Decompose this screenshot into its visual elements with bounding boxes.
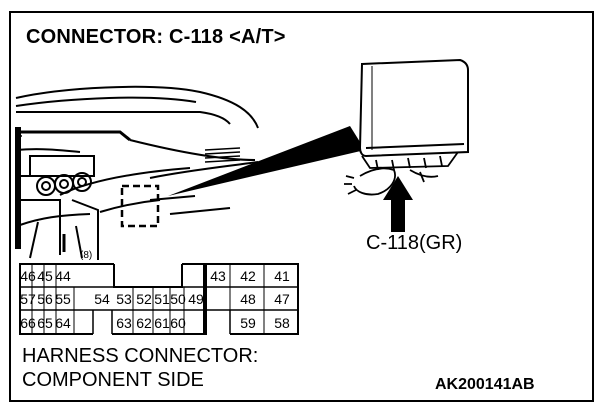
pin-45: 45 [37, 268, 53, 284]
pin-48: 48 [240, 291, 256, 307]
air-vent-icon [18, 135, 241, 163]
pin-labels: 46 45 44 43 42 41 57 56 55 54 53 52 51 5… [20, 268, 290, 331]
pin-60: 60 [170, 315, 186, 331]
pin-62: 62 [136, 315, 152, 331]
pin-55: 55 [55, 291, 71, 307]
pin-44: 44 [55, 268, 71, 284]
pin-59: 59 [240, 315, 256, 331]
figure-code: AK200141AB [435, 376, 535, 393]
pin-66: 66 [20, 315, 36, 331]
pin-63: 63 [116, 315, 132, 331]
pin-56: 56 [37, 291, 53, 307]
pin-46: 46 [20, 268, 36, 284]
pin-65: 65 [37, 315, 53, 331]
pin-47: 47 [274, 291, 290, 307]
pin-53: 53 [116, 291, 132, 307]
dashboard-illustration [15, 85, 259, 260]
pin-50: 50 [170, 291, 186, 307]
harness-connector-icon [344, 151, 459, 196]
callout-wedge [168, 126, 365, 196]
pin-grid [19, 262, 299, 335]
pin-54: 54 [94, 291, 110, 307]
pin-41: 41 [274, 268, 290, 284]
pin-49: 49 [188, 291, 204, 307]
pin-51: 51 [154, 291, 170, 307]
climate-knobs-icon [36, 172, 92, 196]
small-part-label: (8) [80, 250, 92, 261]
footer-line-1: HARNESS CONNECTOR: [22, 345, 259, 367]
footer-line-2: COMPONENT SIDE [22, 369, 204, 391]
pin-43: 43 [210, 268, 226, 284]
diagram-title: CONNECTOR: C-118 <A/T> [26, 26, 286, 48]
pin-58: 58 [274, 315, 290, 331]
pin-57: 57 [20, 291, 36, 307]
pin-52: 52 [136, 291, 152, 307]
pin-61: 61 [154, 315, 170, 331]
connector-location-marker [120, 184, 160, 228]
connector-pointer-arrow [383, 176, 413, 232]
pin-64: 64 [55, 315, 71, 331]
diagram-frame [9, 11, 594, 402]
pin-42: 42 [240, 268, 256, 284]
control-unit-icon [358, 58, 469, 158]
connector-label: C-118(GR) [366, 232, 463, 254]
